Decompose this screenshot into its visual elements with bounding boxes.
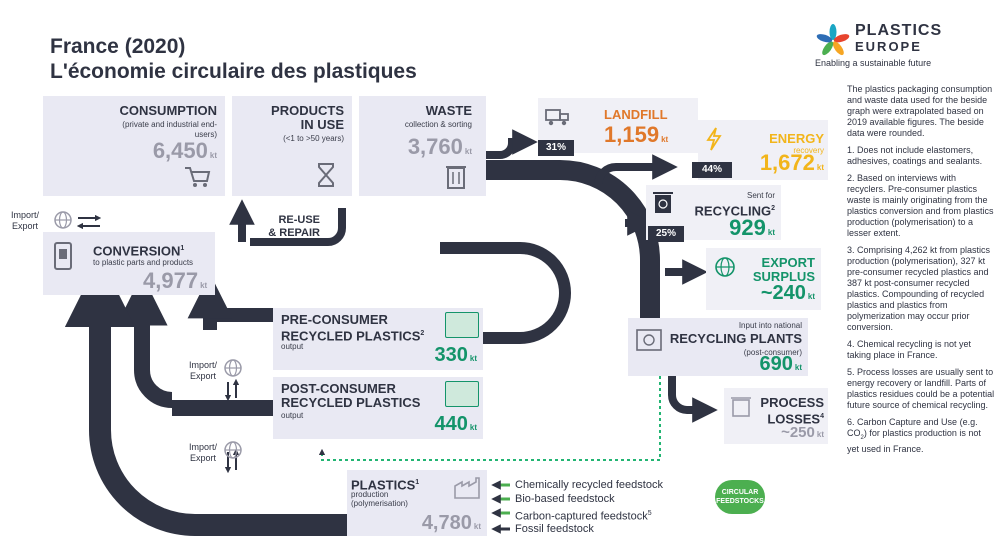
- trash-bin-icon: [446, 166, 466, 189]
- recycling-plants-sub: (post-consumer): [743, 348, 802, 357]
- conversion-sub: to plastic parts and products: [93, 258, 194, 267]
- export-label-line2: SURPLUS: [752, 269, 815, 284]
- molding-icon: [54, 242, 72, 270]
- recycling-sent-for: Sent for: [746, 191, 775, 200]
- note-2: 2. Based on interviews with recyclers. P…: [847, 173, 994, 238]
- energy-label: ENERGY: [769, 131, 824, 146]
- conversion-box: CONVERSION1 to plastic parts and product…: [43, 232, 215, 295]
- granulate-icon: [445, 312, 479, 338]
- globe-icon-export: [715, 257, 735, 277]
- globe-icon-2: [224, 359, 242, 377]
- lightning-icon: [706, 127, 722, 151]
- landfill-label: LANDFILL: [604, 107, 668, 122]
- note-6: 6. Carbon Capture and Use (e.g. CO2) for…: [847, 417, 981, 454]
- note-4: 4. Chemical recycling is not yet taking …: [847, 339, 972, 360]
- export-label-line1: EXPORT: [761, 255, 815, 270]
- feedstock-carbon: Carbon-captured feedstock5: [515, 510, 652, 523]
- dump-truck-icon: [545, 109, 569, 126]
- recycle-crate-icon: [445, 381, 479, 407]
- reuse-label-line1: RE-USE: [278, 214, 320, 226]
- logo-name-bottom: EUROPE: [855, 39, 922, 54]
- feedstock-chemical: Chemically recycled feedstock: [515, 479, 663, 491]
- recycle-bin-icon: [653, 192, 673, 213]
- post-consumer-sub: output: [281, 411, 304, 420]
- plastics-label: PLASTICS1: [351, 477, 420, 493]
- note-1: 1. Does not include elastomers, adhesive…: [847, 145, 983, 166]
- consumption-box: CONSUMPTION (private and industrial end-…: [43, 96, 225, 196]
- plastics-sub-line2: (polymerisation): [351, 499, 408, 508]
- import-export-label-1: Import/Export: [10, 210, 39, 231]
- feedstock-fossil: Fossil feedstock: [515, 523, 594, 535]
- pre-consumer-label-line2: RECYCLED PLASTICS2: [281, 328, 425, 344]
- pre-consumer-box: PRE-CONSUMER RECYCLED PLASTICS2 output 3…: [273, 308, 483, 370]
- shopping-cart-icon: [185, 167, 211, 187]
- import-export-label-2: Import/Export: [188, 360, 217, 381]
- circular-feedstocks-badge: CIRCULAR FEEDSTOCKS: [715, 480, 765, 514]
- logo-tagline: Enabling a sustainable future: [815, 58, 932, 68]
- feedstock-bio: Bio-based feedstock: [515, 493, 615, 505]
- energy-percent: 44%: [692, 162, 732, 178]
- globe-icon-3: [224, 441, 242, 459]
- products-in-use-box: PRODUCTS IN USE (<1 to >50 years): [232, 96, 352, 196]
- post-consumer-label-line2: RECYCLED PLASTICS: [281, 395, 421, 410]
- plastics-sub-line1: production: [351, 490, 389, 499]
- note-intro: The plastics packaging consumption and w…: [847, 84, 993, 138]
- hourglass-icon: [318, 163, 334, 187]
- post-consumer-label-line1: POST-CONSUMER: [281, 381, 396, 396]
- pre-consumer-label-line1: PRE-CONSUMER: [281, 312, 388, 327]
- recycling-percent: 25%: [648, 226, 684, 242]
- plastics-box: PLASTICS1 production (polymerisation) 4,…: [347, 470, 487, 536]
- energy-sub: recovery: [793, 146, 824, 155]
- note-5: 5. Process losses are usually sent to en…: [847, 367, 995, 410]
- recycling-label: RECYCLING2: [694, 203, 775, 219]
- consumption-sub: (private and industrial end-users): [122, 120, 217, 139]
- bin-icon: [731, 397, 751, 417]
- page-title-line2: L'économie circulaire des plastiques: [50, 60, 417, 83]
- consumption-label: CONSUMPTION: [119, 103, 218, 118]
- logo-star-icon: [816, 24, 850, 56]
- products-label-line2: IN USE: [300, 117, 344, 132]
- pre-consumer-sub: output: [281, 342, 304, 351]
- conversion-label: CONVERSION1: [93, 243, 185, 259]
- recycling-plants-box: Input into national RECYCLING PLANTS (po…: [628, 318, 808, 376]
- page-title-line1: France (2020): [50, 35, 186, 58]
- landfill-percent: 31%: [538, 140, 574, 156]
- recycling-plants-pre: Input into national: [738, 321, 802, 330]
- logo-name-top: PLASTICS: [855, 22, 943, 39]
- notes-panel: The plastics packaging consumption and w…: [847, 84, 995, 461]
- waste-label: WASTE: [425, 103, 472, 118]
- recycling-plants-label: RECYCLING PLANTS: [669, 331, 802, 346]
- products-sub: (<1 to >50 years): [283, 134, 344, 143]
- waste-sub: collection & sorting: [404, 120, 472, 129]
- globe-icon: [54, 211, 72, 229]
- recycling-factory-icon: [636, 329, 662, 351]
- process-losses-label-line1: PROCESS: [760, 395, 824, 410]
- post-consumer-box: POST-CONSUMER RECYCLED PLASTICS output 4…: [273, 377, 483, 439]
- process-losses-label-line2: LOSSES4: [767, 411, 824, 427]
- factory-icon: [454, 477, 480, 499]
- reuse-label-line2: & REPAIR: [268, 227, 320, 239]
- import-export-label-3: Import/Export: [188, 442, 217, 463]
- logo: PLASTICS EUROPE Enabling a sustainable f…: [815, 18, 990, 70]
- note-3: 3. Comprising 4,262 kt from plastics pro…: [847, 245, 991, 332]
- products-label-line1: PRODUCTS: [271, 103, 344, 118]
